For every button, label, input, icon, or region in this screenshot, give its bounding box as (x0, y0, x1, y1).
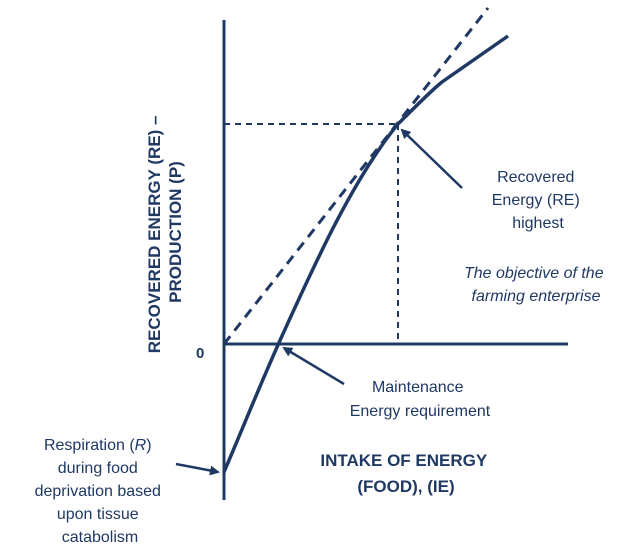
re-highest-line-2: Energy (RE) (492, 192, 580, 209)
maintenance-line-1: Maintenance (372, 379, 464, 396)
re-highest-line-1: Recovered (497, 169, 574, 186)
x-axis-title: INTAKE OF ENERGY (FOOD), (IE) (320, 451, 491, 496)
objective-line-1: The objective of the (464, 265, 604, 282)
respiration-symbol: R (135, 437, 147, 454)
re-highest-line-3: highest (512, 215, 564, 232)
respiration-line-1: Respiration (R) (44, 437, 152, 454)
respiration-annotation: Respiration (R) during food deprivation … (35, 437, 166, 546)
respiration-prefix: Respiration ( (44, 437, 135, 454)
maintenance-annotation: Maintenance Energy requirement (350, 379, 491, 420)
respiration-arrow (175, 462, 220, 476)
tangent-dashed-line (222, 7, 490, 345)
respiration-suffix: ) (146, 437, 151, 454)
origin-label: 0 (196, 345, 204, 362)
y-axis-title-line-2: PRODUCTION (P) (166, 161, 185, 303)
x-axis-title-line-1: INTAKE OF ENERGY (320, 451, 488, 470)
objective-line-2: farming enterprise (472, 288, 601, 305)
re-highest-arrow (400, 128, 463, 189)
respiration-line-3: deprivation based (35, 483, 161, 500)
maintenance-arrow (282, 346, 345, 386)
x-axis-title-line-2: (FOOD), (IE) (357, 477, 454, 496)
respiration-line-5: catabolism (62, 529, 138, 546)
respiration-line-2: during food (58, 460, 138, 477)
y-axis-title-line-1: RECOVERED ENERGY (RE) – (145, 116, 164, 354)
production-curve (222, 34, 509, 473)
y-axis-title: RECOVERED ENERGY (RE) – PRODUCTION (P) (145, 111, 185, 353)
maintenance-line-2: Energy requirement (350, 403, 491, 420)
respiration-line-4: upon tissue (57, 506, 139, 523)
objective-annotation: The objective of the farming enterprise (464, 265, 608, 305)
re-highest-annotation: Recovered Energy (RE) highest (492, 169, 584, 232)
